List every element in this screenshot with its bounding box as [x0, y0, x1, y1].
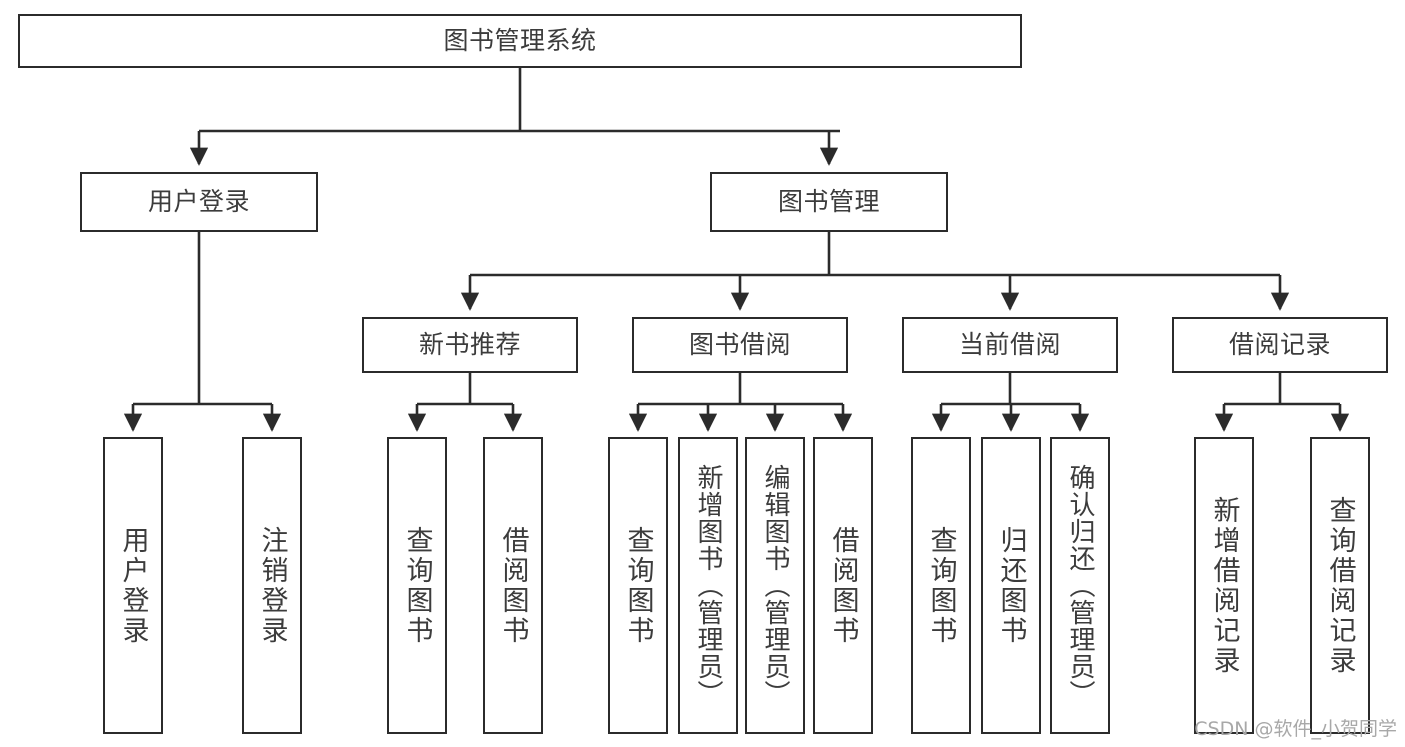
leaf-label: 查询借阅记录: [1324, 495, 1356, 676]
watermark-text: CSDN @软件_小贺同学: [1194, 718, 1397, 740]
node-book-management-system[interactable]: 图书管理系统: [18, 14, 1022, 68]
node-current-borrowing[interactable]: 当前借阅: [902, 317, 1118, 373]
leaf-label: 编辑图书（管理员）: [760, 464, 790, 707]
node-label: 图书管理系统: [443, 26, 597, 56]
node-user-login[interactable]: 用户登录: [80, 172, 318, 232]
node-new-book-recommendation[interactable]: 新书推荐: [362, 317, 578, 373]
leaf-label: 借阅图书: [497, 525, 529, 646]
node-borrowing-record[interactable]: 借阅记录: [1172, 317, 1388, 373]
leaf-query-borrowing-record[interactable]: 查询借阅记录: [1310, 437, 1370, 734]
leaf-confirm-return-admin[interactable]: 确认归还（管理员）: [1050, 437, 1110, 734]
leaf-query-book-recommendation[interactable]: 查询图书: [387, 437, 447, 734]
leaf-label: 用户登录: [117, 525, 149, 646]
node-book-borrowing[interactable]: 图书借阅: [632, 317, 848, 373]
node-label: 新书推荐: [418, 330, 521, 360]
leaf-label: 新增借阅记录: [1208, 495, 1240, 676]
leaf-label: 借阅图书: [827, 525, 859, 646]
node-label: 图书管理: [777, 187, 880, 217]
leaf-label: 查询图书: [925, 525, 957, 646]
leaf-label: 查询图书: [622, 525, 654, 646]
leaf-label: 注销登录: [256, 525, 288, 646]
node-label: 图书借阅: [688, 330, 791, 360]
leaf-label: 查询图书: [401, 525, 433, 646]
node-book-management[interactable]: 图书管理: [710, 172, 948, 232]
leaf-query-book-current[interactable]: 查询图书: [911, 437, 971, 734]
leaf-label: 归还图书: [995, 525, 1027, 646]
leaf-add-book-admin[interactable]: 新增图书（管理员）: [678, 437, 738, 734]
leaf-borrow-book-recommendation[interactable]: 借阅图书: [483, 437, 543, 734]
leaf-label: 新增图书（管理员）: [693, 464, 723, 707]
leaf-add-borrowing-record[interactable]: 新增借阅记录: [1194, 437, 1254, 734]
leaf-return-book[interactable]: 归还图书: [981, 437, 1041, 734]
node-label: 当前借阅: [958, 330, 1061, 360]
leaf-borrow-book-borrowing[interactable]: 借阅图书: [813, 437, 873, 734]
leaf-edit-book-admin[interactable]: 编辑图书（管理员）: [745, 437, 805, 734]
node-label: 借阅记录: [1228, 330, 1331, 360]
leaf-logout-login[interactable]: 注销登录: [242, 437, 302, 734]
leaf-user-login[interactable]: 用户登录: [103, 437, 163, 734]
node-label: 用户登录: [147, 187, 250, 217]
leaf-query-book-borrowing[interactable]: 查询图书: [608, 437, 668, 734]
leaf-label: 确认归还（管理员）: [1065, 464, 1095, 707]
